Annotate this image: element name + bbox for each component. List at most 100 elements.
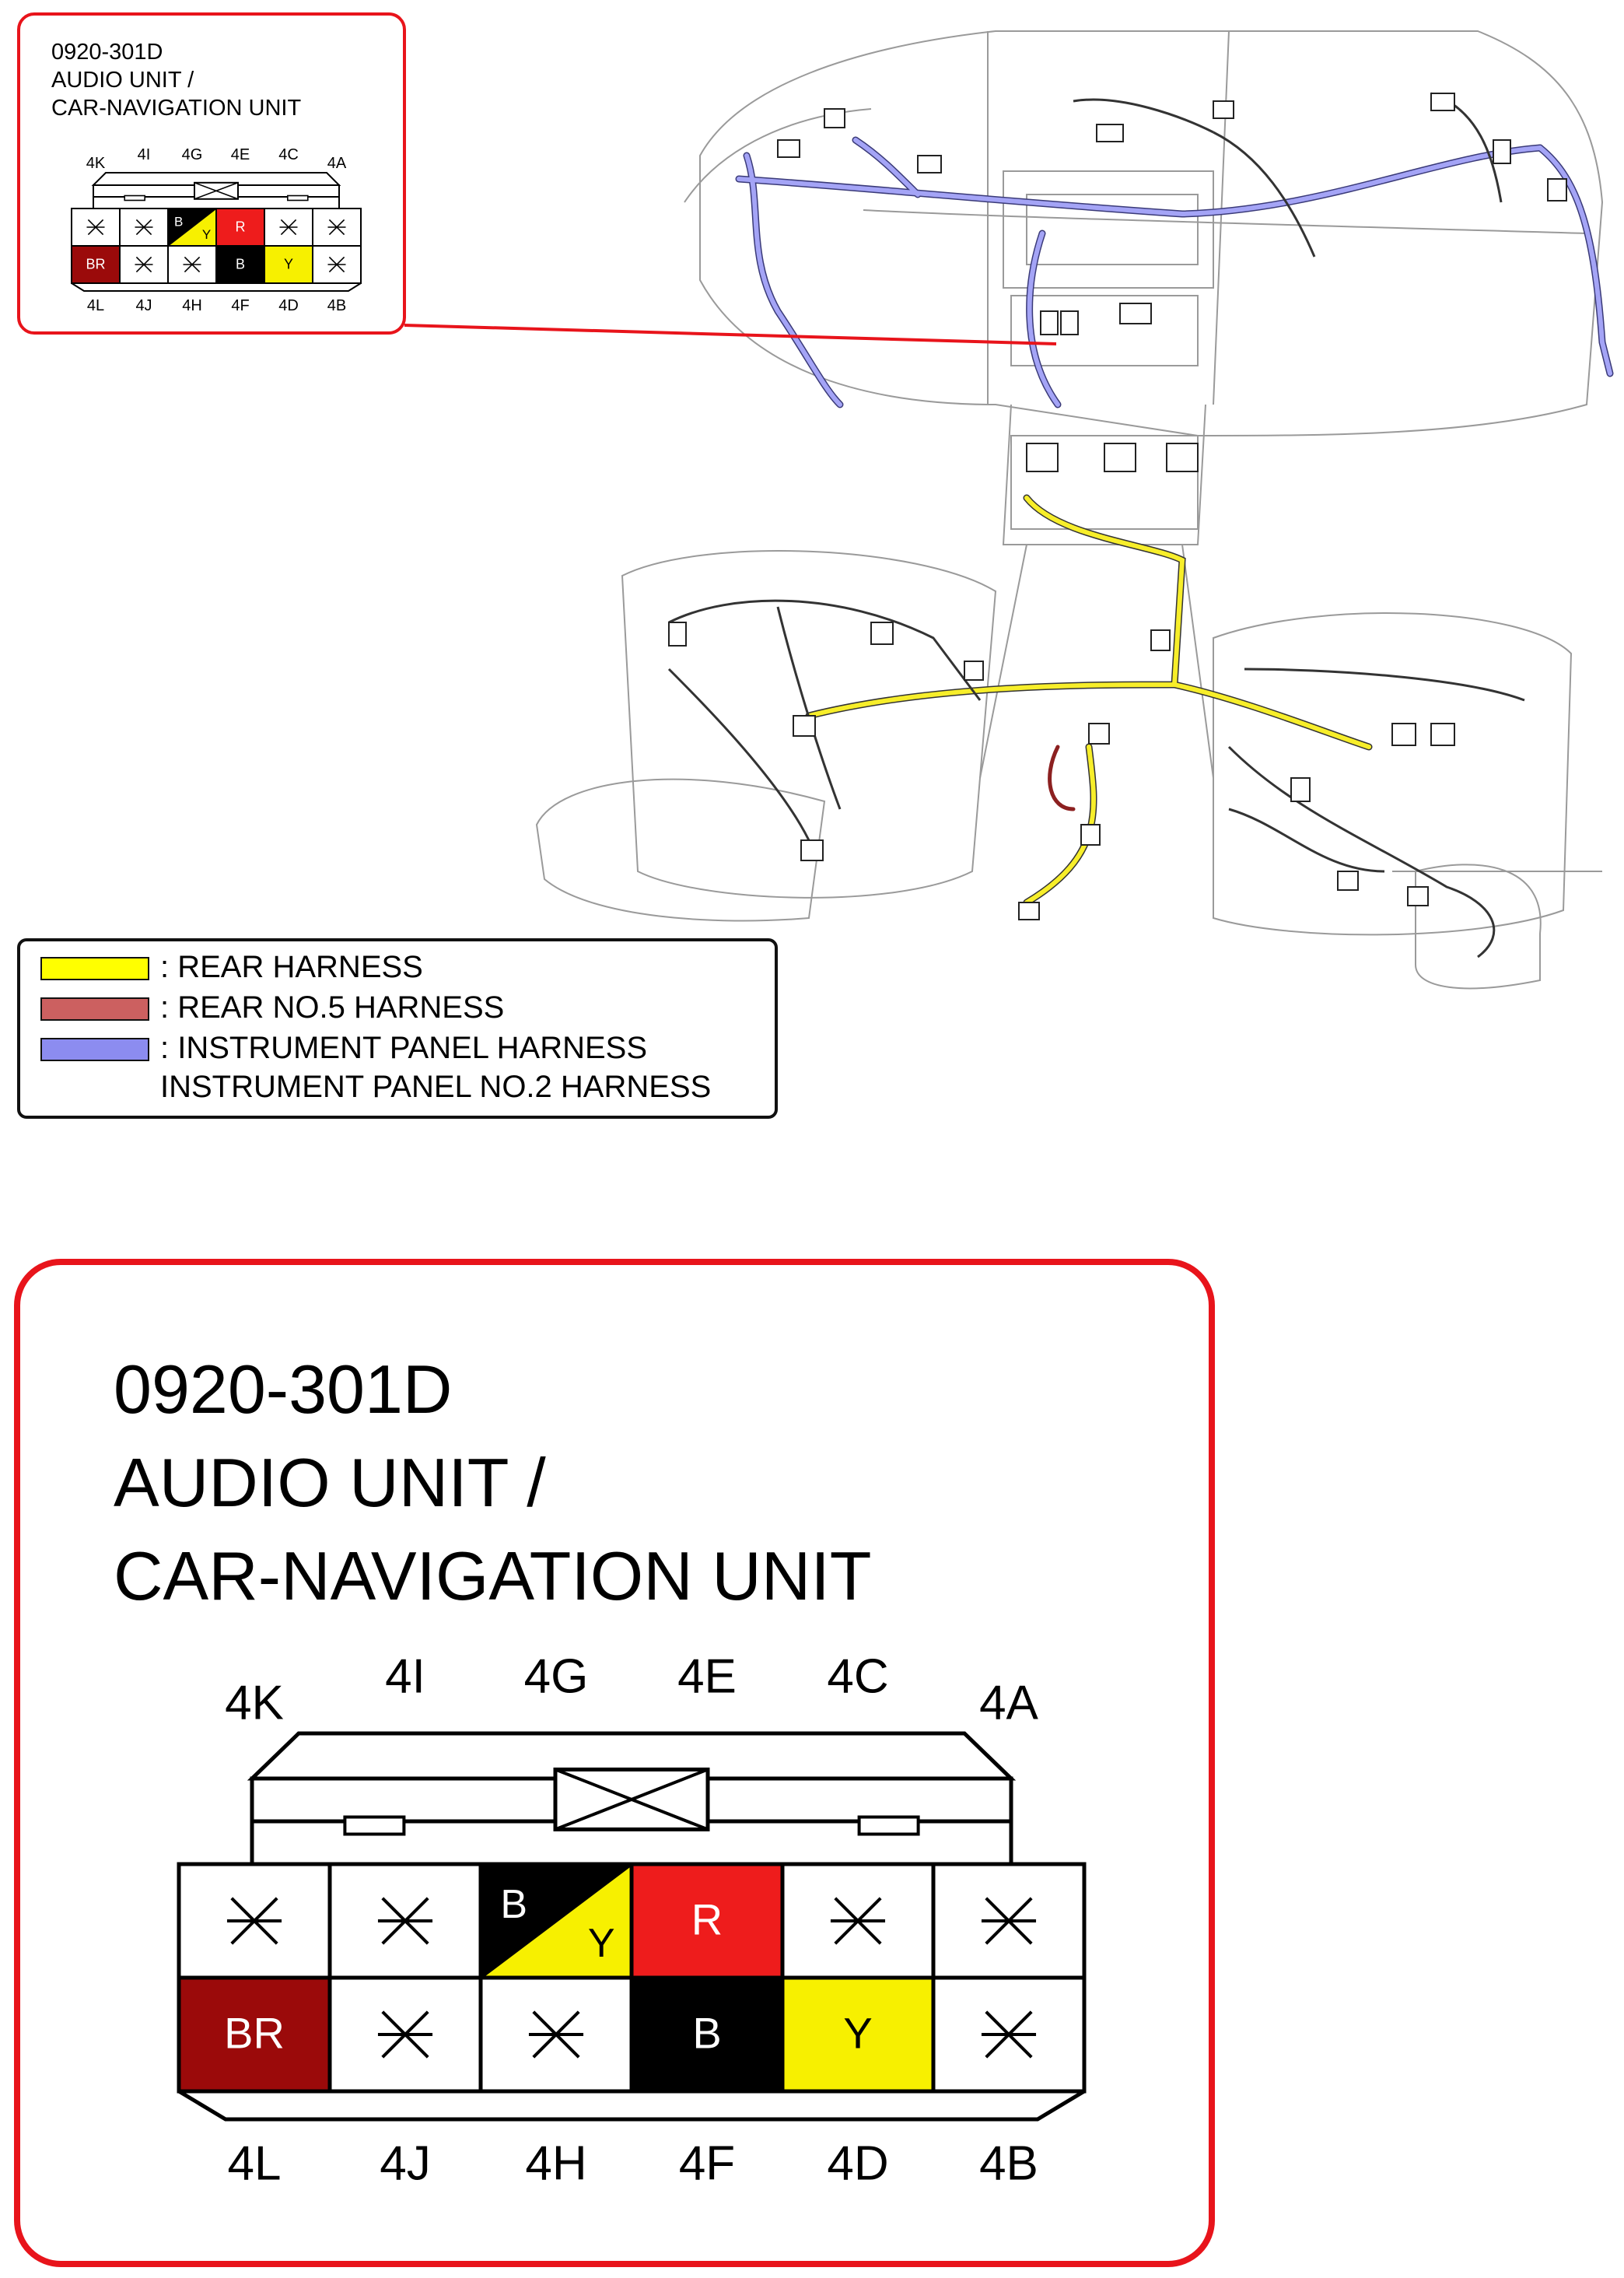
large-pin-cell (931, 1862, 1087, 1980)
small-pin-fill (216, 209, 264, 246)
small-unused-pin-mark (135, 256, 153, 273)
small-unused-pin-mark (279, 219, 298, 236)
small-bottom-pin-label: 4L (87, 297, 104, 314)
large-top-pin-label: 4E (677, 1649, 737, 1703)
small-pin-fill (264, 246, 313, 283)
large-pin-color-code: BR (224, 2009, 285, 2058)
large-pin-cell: Y (780, 1975, 936, 2094)
small-pin-cell (312, 208, 362, 247)
small-pin-cell: R (215, 208, 265, 247)
small-pin-cell: Y (264, 245, 313, 284)
large-unused-pin-mark (981, 1897, 1037, 1945)
small-unused-pin-mark (86, 219, 105, 236)
large-pin-cell (327, 1862, 483, 1980)
large-pin-split-line (479, 1863, 633, 1979)
large-pin-cell (780, 1862, 936, 1980)
small-pin-cell: B (215, 245, 265, 284)
small-pin-fill (72, 246, 120, 283)
large-connector-callout: 0920-301D AUDIO UNIT / CAR-NAVIGATION UN… (14, 1259, 1215, 2267)
harness-legend: : REAR HARNESS : REAR NO.5 HARNESS : INS… (17, 938, 778, 1119)
large-pin-fill (179, 1978, 330, 2091)
small-pin-color-secondary: Y (202, 227, 211, 242)
large-unused-pin-mark (830, 1897, 886, 1945)
small-top-pin-label: 4A (327, 155, 347, 172)
small-bottom-pin-label: 4J (135, 297, 152, 314)
small-pin-color-code: BR (86, 257, 105, 272)
small-connector-name-line2: CAR-NAVIGATION UNIT (51, 96, 302, 121)
large-bottom-pin-label: 4F (679, 2137, 735, 2191)
small-bottom-pin-label: 4H (182, 297, 202, 314)
legend-swatch-instrument-panel-harness (40, 1038, 149, 1061)
small-pin-color-code: R (236, 219, 246, 235)
small-pin-cell (71, 208, 121, 247)
small-pin-cell (312, 245, 362, 284)
small-pin-cell (119, 208, 169, 247)
small-pin-border (312, 245, 362, 284)
small-bottom-pin-label: 4D (278, 297, 299, 314)
small-housing-nub (286, 195, 309, 202)
large-bottom-pin-label: 4L (228, 2137, 282, 2191)
legend-label-rear-no5-harness: : REAR NO.5 HARNESS (160, 990, 505, 1025)
legend-label-rear-harness: : REAR HARNESS (160, 950, 423, 984)
small-top-pin-label: 4I (138, 146, 151, 163)
small-pin-cell: BY (167, 208, 217, 247)
large-pin-cell (177, 1862, 332, 1980)
small-pin-cell (119, 245, 169, 284)
small-pin-cell: BR (71, 245, 121, 284)
legend-swatch-rear-harness (40, 957, 149, 980)
large-bottom-pin-label: 4H (525, 2137, 586, 2191)
large-pin-fill (632, 1864, 782, 1978)
small-bottom-pin-label: 4F (231, 297, 249, 314)
large-housing-nub (343, 1815, 406, 1836)
large-lock-tab-cross (555, 1768, 709, 1831)
large-pin-cell: BY (478, 1862, 634, 1980)
large-bottom-pin-label: 4B (979, 2137, 1038, 2191)
small-pin-cell (167, 245, 217, 284)
large-pin-cell (931, 1975, 1087, 2094)
large-connector-name-line1: AUDIO UNIT / (114, 1444, 546, 1521)
small-connector-callout: 0920-301D AUDIO UNIT / CAR-NAVIGATION UN… (17, 12, 406, 335)
large-connector-code: 0920-301D (114, 1351, 453, 1428)
small-unused-pin-mark (327, 219, 346, 236)
large-unused-pin-mark (981, 2010, 1037, 2059)
small-connector-bottom (71, 282, 362, 292)
large-top-pin-label: 4A (979, 1676, 1038, 1730)
large-pin-cell: B (629, 1975, 785, 2094)
large-top-pin-label: 4I (385, 1649, 425, 1703)
large-pin-fill (782, 1978, 933, 2091)
small-top-pin-label: 4C (278, 146, 299, 163)
large-pin-color-primary: B (500, 1882, 527, 1927)
large-pin-color-code: R (691, 1895, 723, 1944)
legend-label-instrument-panel-no2-harness: INSTRUMENT PANEL NO.2 HARNESS (160, 1070, 712, 1104)
large-bottom-pin-label: 4D (827, 2137, 888, 2191)
small-lock-tab-cross (194, 182, 239, 200)
small-pin-split-line (167, 208, 217, 247)
large-pin-cell: R (629, 1862, 785, 1980)
small-pin-cell (264, 208, 313, 247)
large-pin-cell: BR (177, 1975, 332, 2094)
large-housing-nub (857, 1815, 920, 1836)
small-unused-pin-mark (327, 256, 346, 273)
small-connector-name-line1: AUDIO UNIT / (51, 68, 194, 93)
small-bottom-pin-label: 4B (327, 297, 346, 314)
small-unused-pin-mark (183, 256, 201, 273)
large-unused-pin-mark (528, 2010, 584, 2059)
large-pin-cell (327, 1975, 483, 2094)
large-unused-pin-mark (377, 1897, 433, 1945)
legend-label-instrument-panel-harness: : INSTRUMENT PANEL HARNESS (160, 1031, 648, 1065)
small-top-pin-label: 4G (182, 146, 203, 163)
small-unused-pin-mark (135, 219, 153, 236)
large-top-pin-label: 4G (524, 1649, 589, 1703)
large-pin-border (931, 1975, 1087, 2094)
large-unused-pin-mark (226, 1897, 282, 1945)
small-housing-nub (124, 195, 145, 202)
large-connector-bottom (177, 2089, 1086, 2122)
small-pin-color-primary: B (174, 215, 183, 230)
small-pin-fill (216, 246, 264, 283)
harness-layout-drawing (404, 30, 1614, 990)
small-pin-color-code: Y (284, 257, 293, 272)
small-pin-color-code: B (236, 257, 245, 272)
legend-swatch-rear-no5-harness (40, 997, 149, 1021)
